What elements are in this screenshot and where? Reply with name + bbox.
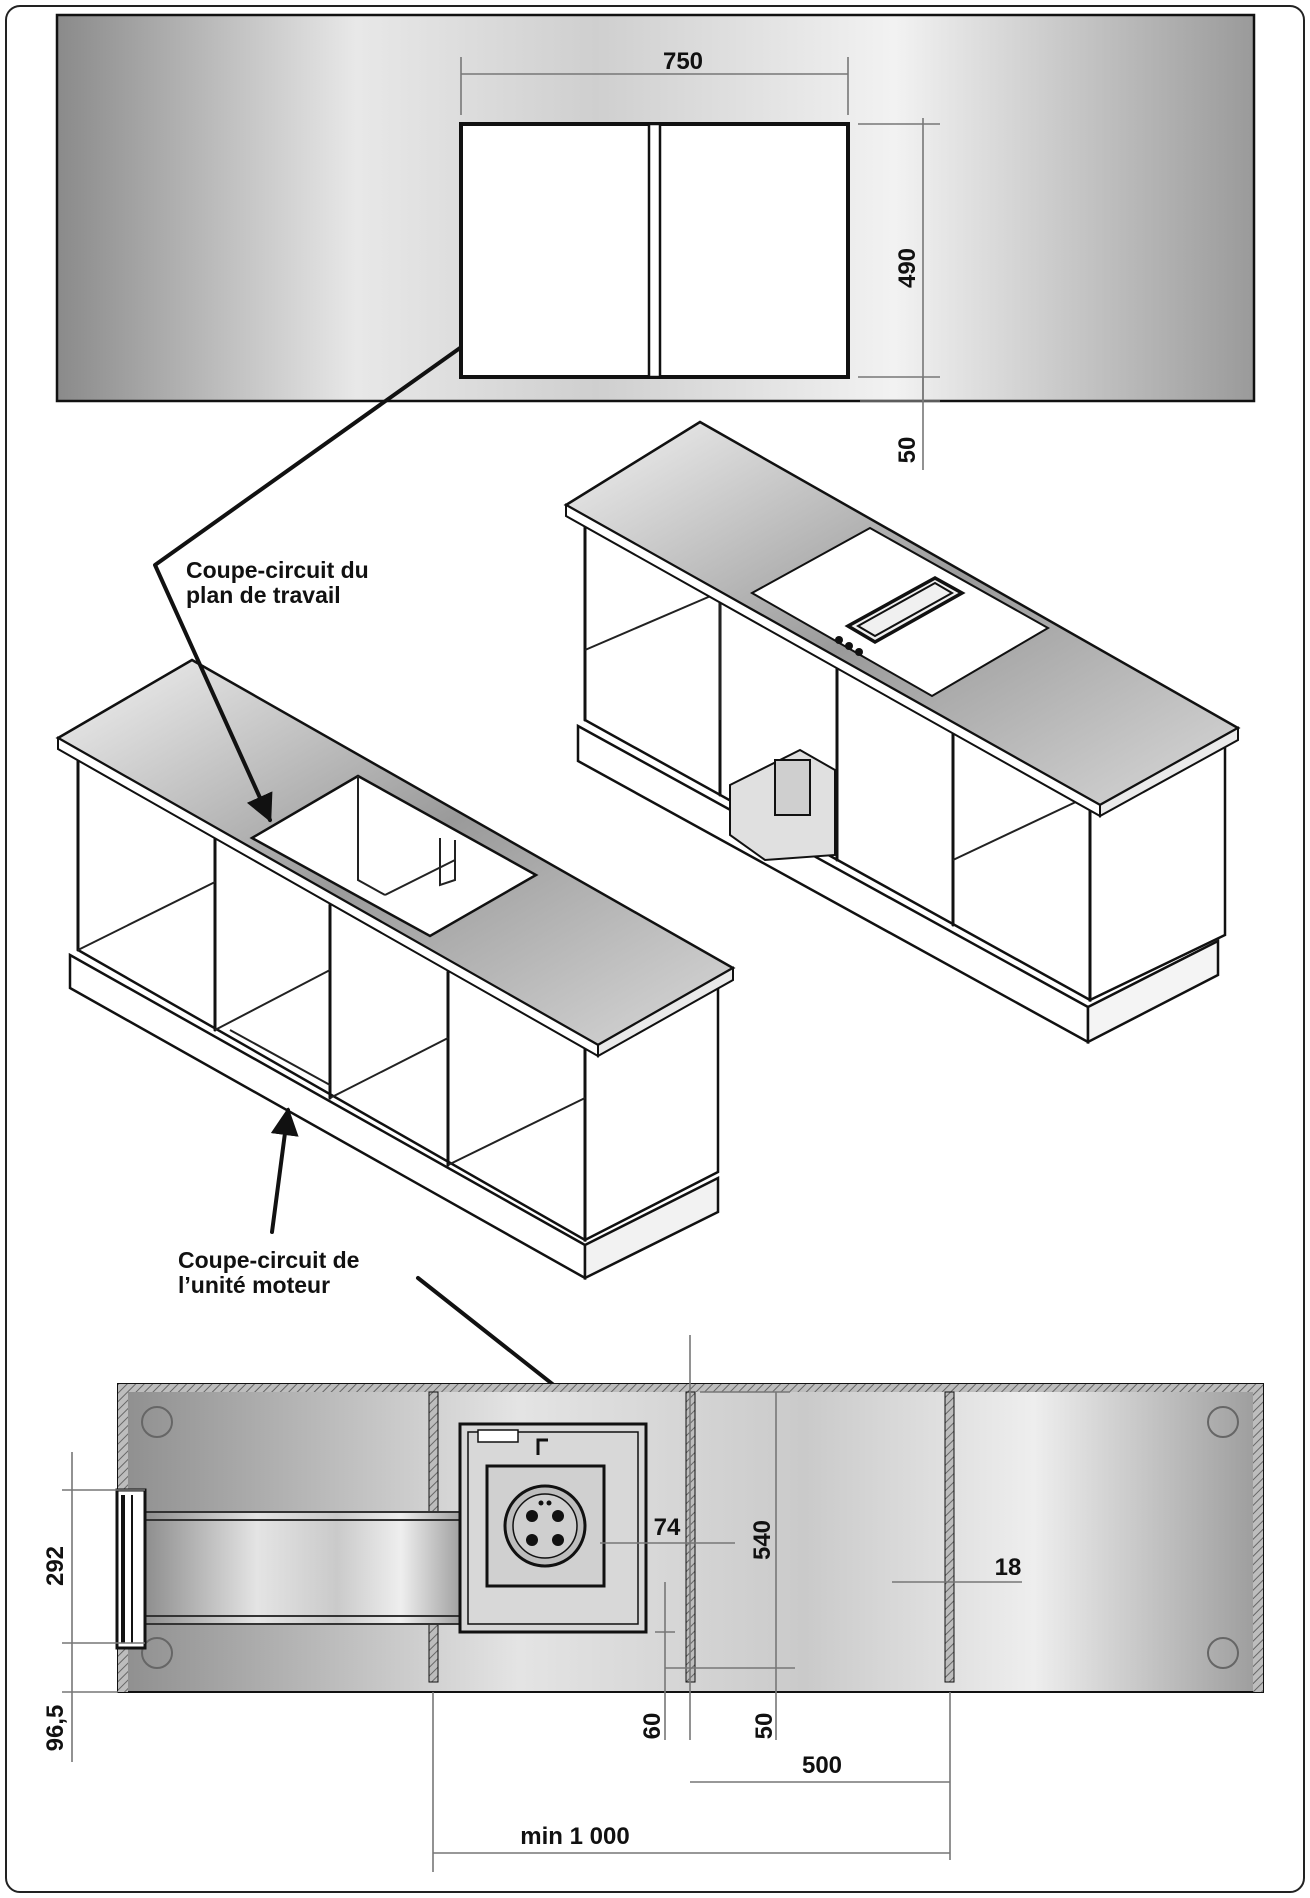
- callout-worktop-line2: plan de travail: [186, 582, 341, 608]
- dim-panel-18: 18: [995, 1554, 1022, 1581]
- dim-edge-offset: 50: [894, 437, 921, 464]
- dim-gap-50: 50: [751, 1713, 778, 1740]
- dim-cutout-width: 750: [663, 48, 703, 75]
- svg-text:plan de travail: plan de travail: [186, 582, 341, 608]
- dim-offset-96-5: 96,5: [42, 1705, 69, 1752]
- dim-width-500: 500: [802, 1752, 842, 1779]
- callout-worktop-cutout: Coupe-circuit du plan de travail: [153, 346, 462, 823]
- plan-divider-3: [944, 1391, 955, 1683]
- svg-text:l’unité moteur: l’unité moteur: [178, 1272, 330, 1298]
- dim-cutout-depth: 490: [894, 248, 921, 288]
- plan-view: 74 540 18 292 96,5 60 50 500 min 1 000: [42, 1335, 1264, 1872]
- callout-motor-line2: l’unité moteur: [178, 1272, 330, 1298]
- iso-island-with-cutout: [55, 658, 736, 1281]
- callout-worktop-line1: Coupe-circuit du: [186, 557, 369, 583]
- svg-text:Coupe-circuit de: Coupe-circuit de: [178, 1247, 359, 1273]
- cutout-divider: [647, 122, 662, 379]
- iso-cutout-opening: [249, 774, 539, 938]
- iso-island-with-hob: [563, 420, 1241, 1045]
- callout-motor-cutout: Coupe-circuit de l’unité moteur: [178, 1107, 601, 1422]
- dim-depth-540: 540: [749, 1520, 776, 1560]
- dim-gap-60: 60: [639, 1713, 666, 1740]
- svg-text:Coupe-circuit du: Coupe-circuit du: [186, 557, 369, 583]
- dim-duct-74: 74: [654, 1514, 681, 1541]
- dim-min-width: min 1 000: [520, 1823, 629, 1850]
- worktop-top-view: 750 490 50: [55, 13, 1256, 470]
- dim-height-292: 292: [42, 1546, 69, 1586]
- plan-duct: [144, 1511, 466, 1625]
- callout-motor-line1: Coupe-circuit de: [178, 1247, 359, 1273]
